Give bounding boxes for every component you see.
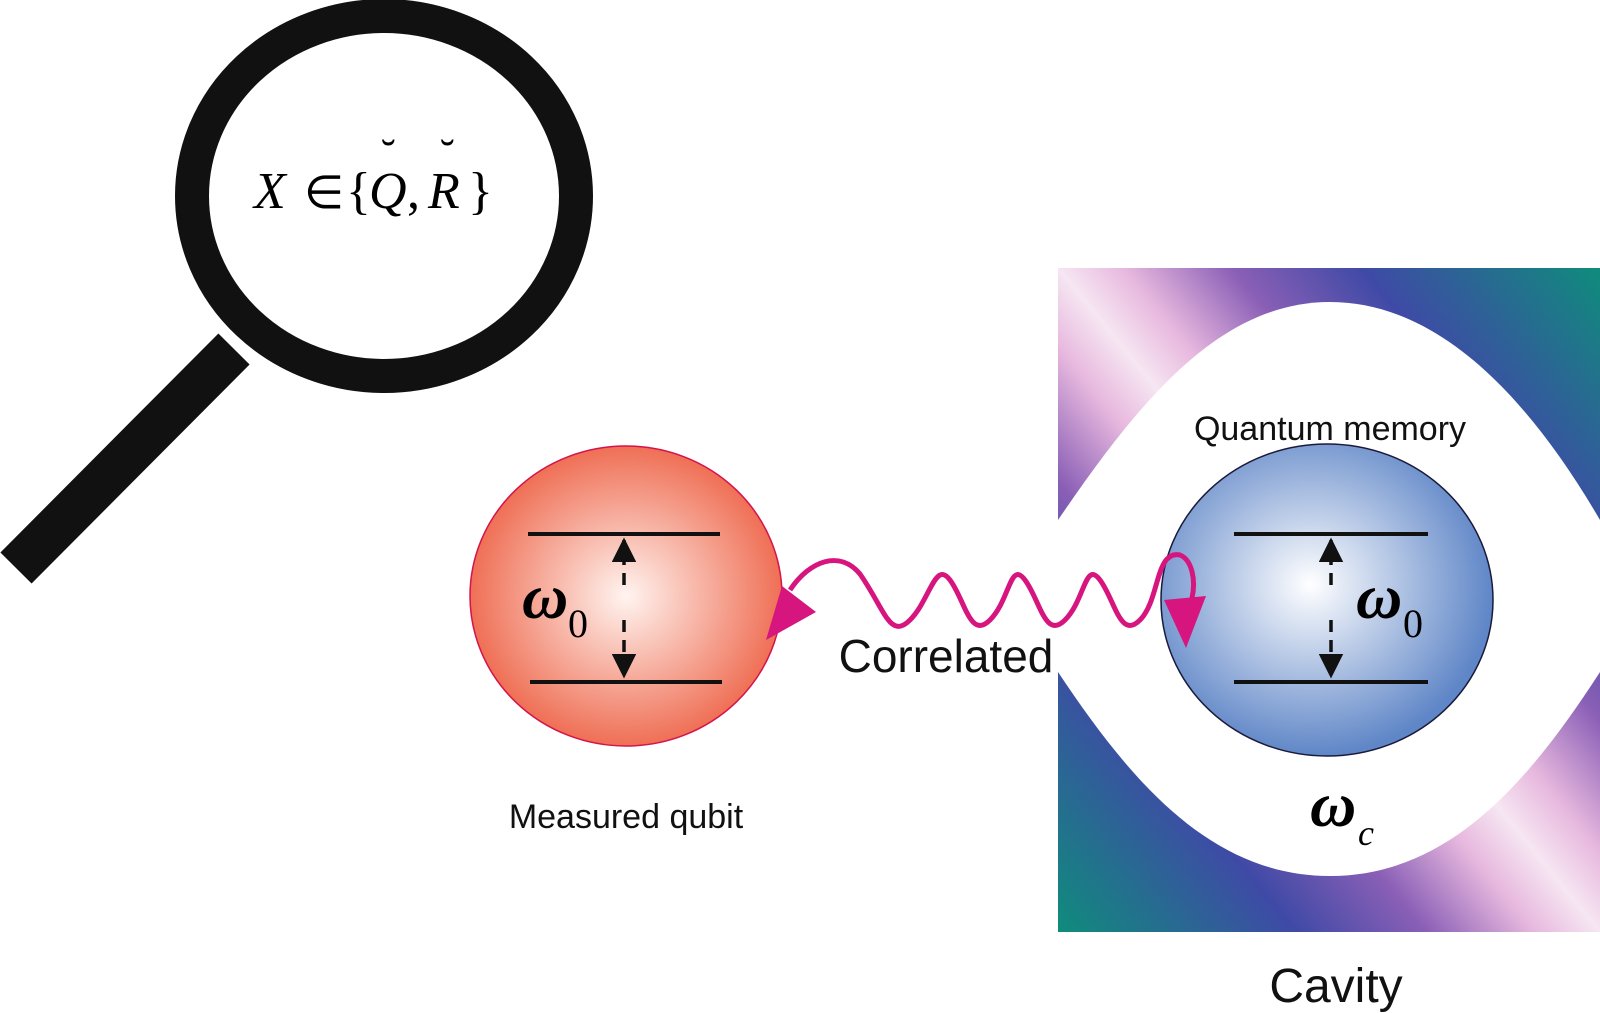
qubit-sphere (469, 445, 783, 747)
formula: X ∈ { Q ˘ , R ˘ } (252, 131, 493, 220)
qubit-label: Measured qubit (509, 798, 744, 836)
cavity (1058, 268, 1600, 932)
qubit-omega: ω (522, 561, 568, 632)
formula-r: R (427, 163, 460, 220)
formula-q-breve: ˘ (381, 131, 396, 180)
magnifier-icon (0, 0, 593, 584)
qubit-omega-sub: 0 (568, 601, 588, 646)
correlation-arrowhead-left (766, 586, 816, 640)
magnifier-handle (0, 333, 250, 584)
cavity-label: Cavity (1269, 960, 1402, 1013)
formula-close-brace: } (468, 163, 493, 220)
formula-q: Q (369, 163, 407, 220)
memory-omega-sub: 0 (1403, 601, 1423, 646)
magnifier-lens (175, 0, 593, 393)
formula-comma: , (407, 163, 420, 220)
memory-label: Quantum memory (1194, 410, 1466, 448)
measured-qubit: ω 0 Measured qubit (469, 445, 783, 836)
cavity-omega: ω (1310, 769, 1356, 840)
formula-open-brace: { (346, 163, 371, 220)
correlation-link: Correlated (766, 552, 1206, 682)
formula-element-of: ∈ (304, 167, 344, 218)
formula-variable: X (252, 163, 288, 220)
cavity-omega-sub: c (1358, 813, 1374, 853)
memory-sphere (1160, 443, 1494, 757)
quantum-memory: ω 0 Quantum memory (1160, 410, 1494, 757)
correlation-label: Correlated (839, 630, 1054, 682)
correlation-wave (787, 552, 1196, 629)
formula-r-breve: ˘ (440, 131, 455, 180)
correlation-arrowhead-right (1164, 596, 1206, 648)
memory-omega: ω (1356, 561, 1402, 632)
